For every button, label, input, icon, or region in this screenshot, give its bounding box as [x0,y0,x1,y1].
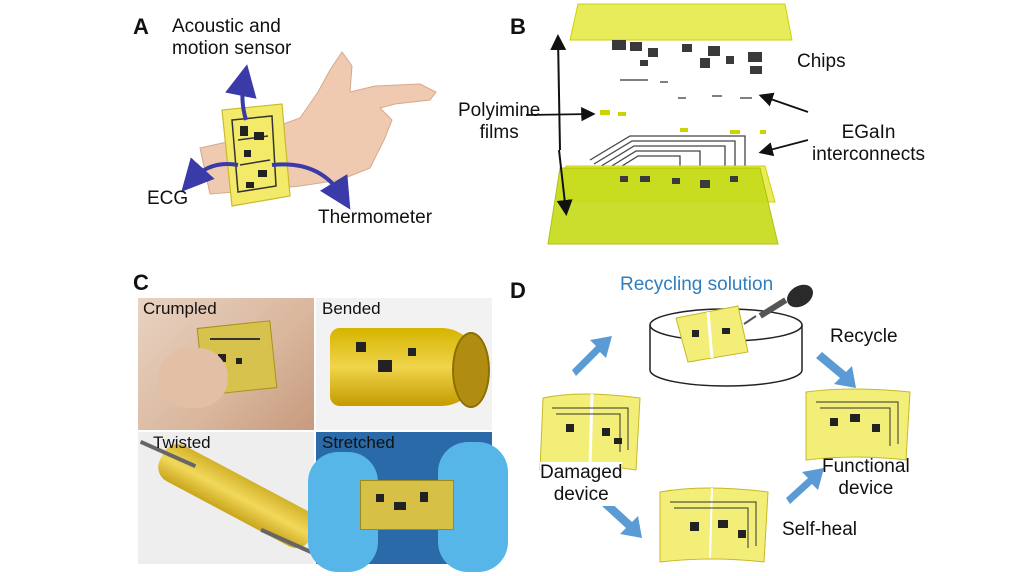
top-film [569,3,793,41]
selfheal-device [659,487,769,563]
damaged-device-crack [588,393,594,467]
arrow-egain [758,139,809,157]
dropper-icon [743,284,814,325]
arrow-polyimine [525,106,596,122]
label-damaged-device: Damaged device [540,462,623,506]
arrow-acoustic [225,64,257,121]
mid-dashes [620,79,752,99]
panel-c-letter: C [133,270,149,295]
arrow-down [556,149,573,216]
label-recycling-solution: Recycling solution [620,274,774,295]
label-recycle: Recycle [830,326,898,347]
selfheal-device-seam [709,487,713,559]
photo-crumpled [138,298,314,430]
label-functional-device: Functional device [822,456,910,499]
bottom-film [547,167,779,245]
arrow-chips-dash [758,92,809,113]
panel-d-letter: D [510,278,526,303]
label-chips: Chips [797,51,846,72]
arrow-up [550,34,567,151]
cycle-arrows [572,336,856,538]
stretched-device [360,480,454,530]
arrow-thermometer [271,162,351,210]
label-crumpled: Crumpled [143,299,217,318]
polyimine-fragments [600,110,766,134]
label-thermometer: Thermometer [318,207,433,228]
beaker-device-crack [706,311,714,359]
wrist-device-chips [240,126,267,188]
panel-b-letter: B [510,14,526,39]
arrow-ecg [181,157,239,192]
label-twisted: Twisted [153,433,211,452]
label-bended: Bended [322,299,381,318]
functional-device [805,388,911,461]
beaker-device [675,305,749,363]
label-polyimine-films: Polyimine films [458,100,541,143]
arrow-to-beaker [572,336,612,376]
photo-bended [316,298,492,430]
label-egain-interconnects: EGaIn interconnects [812,122,926,165]
arrow-heal-to-functional [786,468,824,504]
panel-a-letter: A [133,14,149,39]
chips-layer [612,40,762,74]
arrow-recycle [816,352,856,388]
photo-twisted [138,432,326,564]
arrow-damaged-to-heal [602,500,642,538]
label-stretched: Stretched [322,433,395,452]
label-ecg: ECG [147,188,189,209]
label-acoustic-sensor: Acoustic and motion sensor [172,16,292,59]
photo-stretched [308,432,508,572]
bottom-film-chips [620,176,738,188]
label-self-heal: Self-heal [782,519,857,540]
beaker-body [649,325,803,387]
